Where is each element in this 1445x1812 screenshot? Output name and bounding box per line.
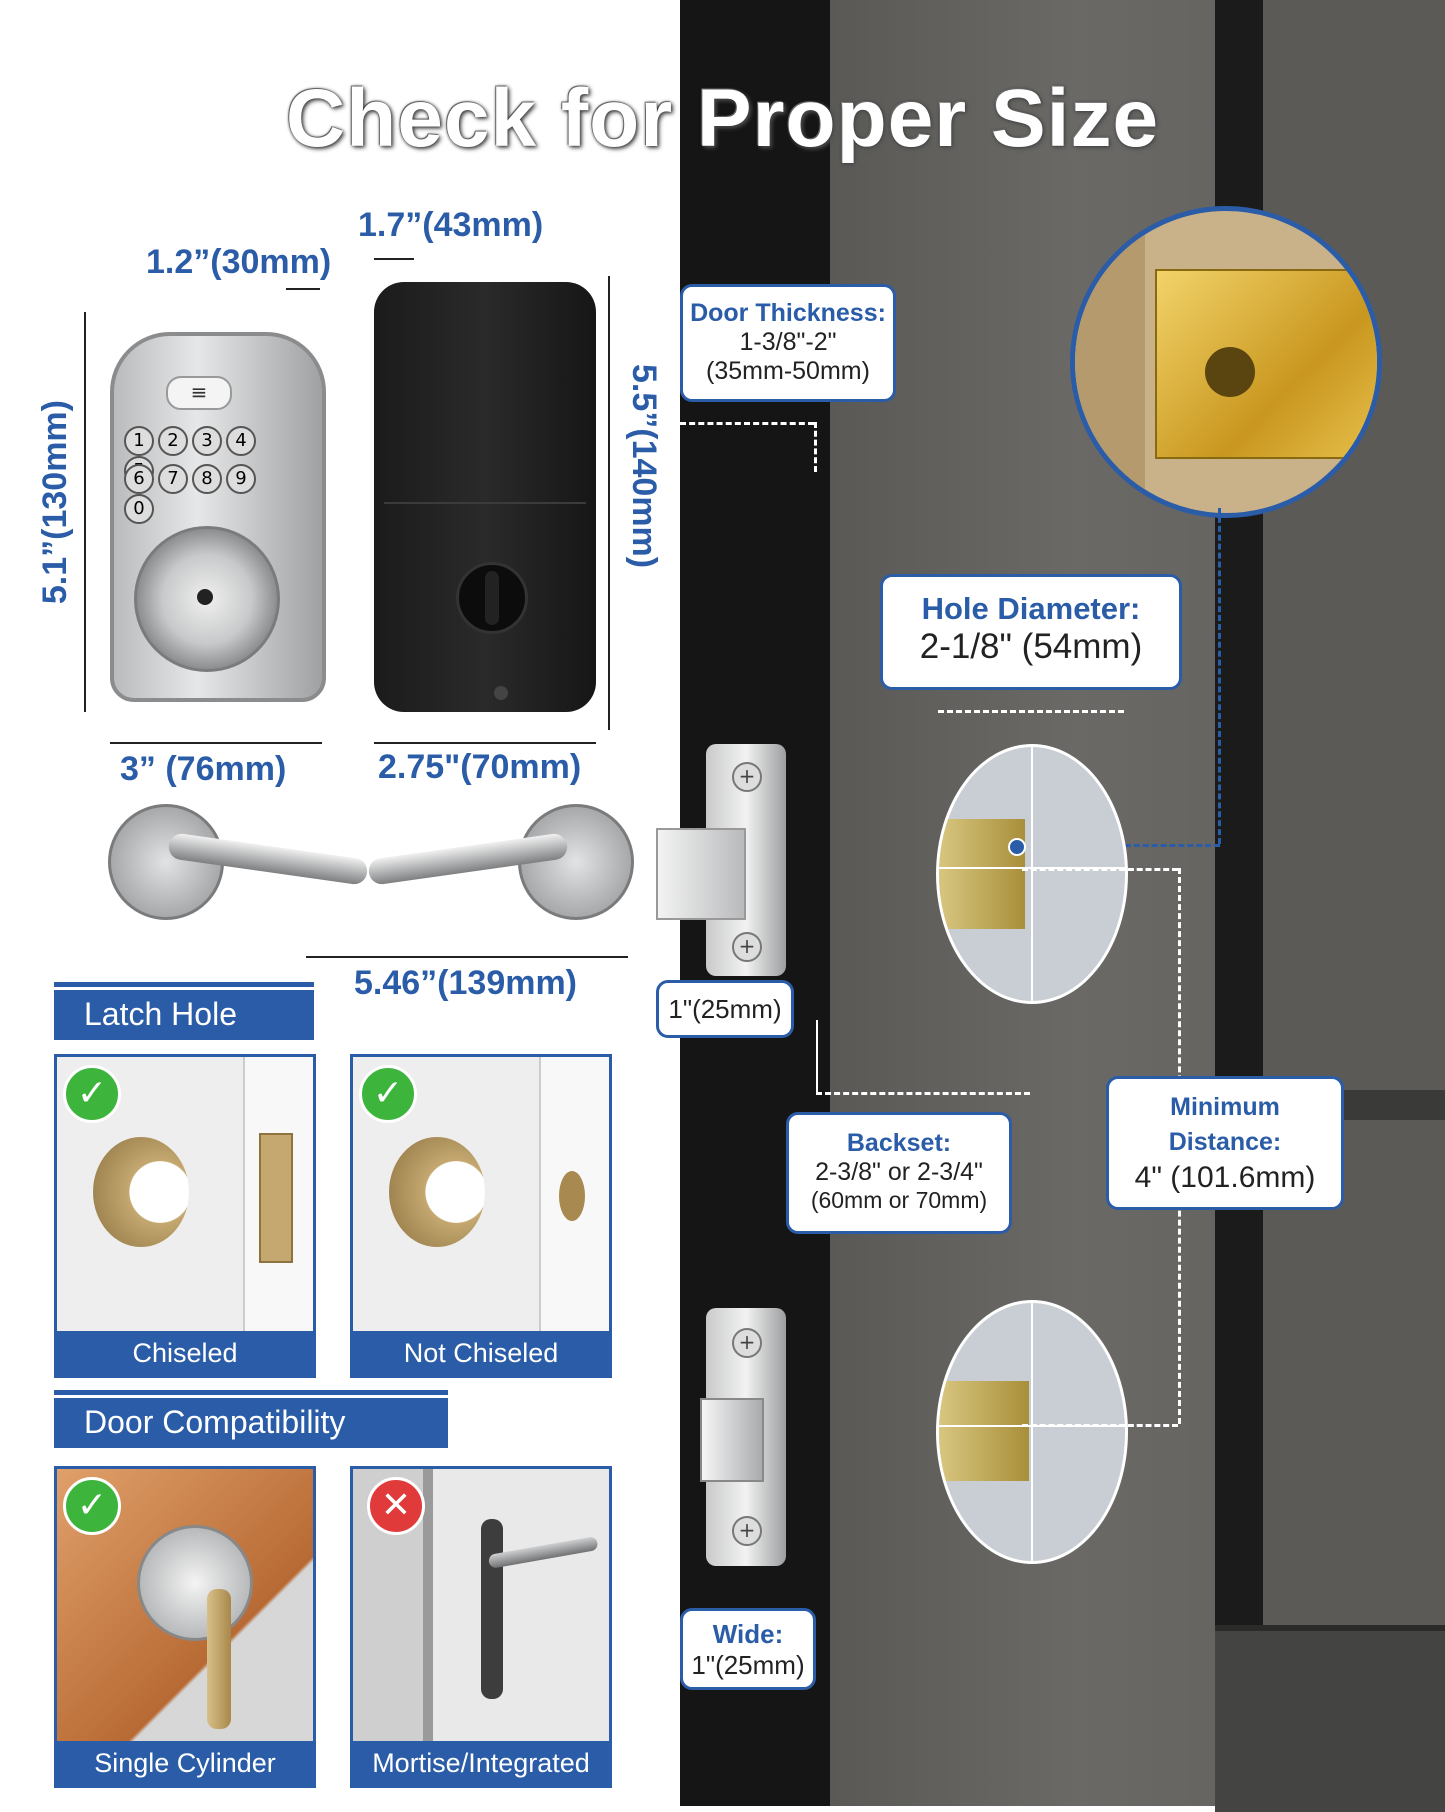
card-not-chiseled: ✓ Not Chiseled [350,1054,612,1378]
backset-callout: Backset: 2-3/8" or 2-3/4" (60mm or 70mm) [786,1112,1012,1234]
door-thickness-heading: Door Thickness: [690,299,886,327]
card-caption: Mortise/Integrated [353,1741,609,1785]
keypad-row-1: 12345 [124,426,284,486]
check-icon: ✓ [63,1065,121,1123]
card-chiseled: ✓ Chiseled [54,1054,316,1378]
key-8: 8 [192,464,222,494]
interior-height-label: 5.5”(140mm) [625,364,663,569]
lever-width-label: 5.46”(139mm) [354,964,578,1002]
lock-cylinder-illustration [137,1525,253,1641]
hole-diameter-heading: Hole Diameter: [921,591,1141,626]
latch-size-value: 1"(25mm) [668,994,782,1024]
backset-line2: (60mm or 70mm) [810,1187,988,1213]
interior-depth-label: 1.7”(43mm) [358,206,544,244]
width-arrow-interior [374,742,596,744]
screw-icon: + [732,1328,762,1358]
height-arrow-keypad [84,312,86,712]
keyhole-icon [197,589,213,605]
inset-connector-v [1218,508,1221,844]
backset-line1: 2-3/8" or 2-3/4" [815,1158,983,1186]
page-title: Check for Proper Size [285,73,1160,164]
width-arrow-lever [306,956,628,958]
min-distance-callout: Minimum Distance: 4" (101.6mm) [1106,1076,1344,1210]
key-9: 9 [226,464,256,494]
screw-icon: + [732,1516,762,1546]
key-2: 2 [158,426,188,456]
door-thickness-guide [680,422,814,425]
card-mortise: ✕ Mortise/Integrated [350,1466,612,1788]
bore-hole-upper [936,744,1128,1004]
card-single-cylinder: ✓ Single Cylinder [54,1466,316,1788]
min-distance-heading-2: Distance: [1168,1128,1282,1156]
backset-heading: Backset: [846,1129,952,1157]
cross-icon: ✕ [367,1477,425,1535]
latch-bolt-upper [656,828,746,920]
thumb-turn [456,562,528,634]
keypad-menu-button: ≡ [166,376,232,410]
screw-icon: + [732,932,762,962]
deadbolt-cylinder [134,526,280,672]
depth-marker-keypad [286,288,320,290]
backset-guide [816,1092,1030,1095]
latch-size-callout: 1"(25mm) [656,980,794,1038]
door-thickness-callout: Door Thickness: 1-3/8"-2" (35mm-50mm) [680,284,896,402]
min-distance-heading-1: Minimum [1170,1093,1280,1121]
latch-detail-inset [1070,206,1382,518]
latch-faceplate-lower: + + [700,1308,786,1566]
bore-illustration [93,1137,189,1247]
interior-unit-image [374,282,596,712]
door-thickness-line1: 1-3/8"-2" [739,328,837,356]
door-thickness-guide-v [814,422,817,472]
key-4: 4 [226,426,256,456]
min-distance-guide-bottom [1022,1424,1178,1427]
door-bottom-panel [1215,1625,1445,1812]
height-arrow-interior [608,276,610,730]
lever-handle-image [108,804,634,934]
card-caption: Chiseled [57,1331,313,1375]
card-caption: Not Chiseled [353,1331,609,1375]
check-icon: ✓ [359,1065,417,1123]
center-dot [1008,838,1026,856]
key-7: 7 [158,464,188,494]
key-6: 6 [124,464,154,494]
screw-icon: + [732,762,762,792]
depth-marker-interior [374,258,414,260]
key-icon [207,1589,231,1729]
wide-callout: Wide: 1"(25mm) [680,1608,816,1690]
min-distance-guide-top [1022,868,1178,871]
hole-diameter-guide [938,710,1124,713]
mortise-plate [481,1519,503,1699]
key-1: 1 [124,426,154,456]
wide-value: 1"(25mm) [691,1650,805,1680]
key-3: 3 [192,426,222,456]
key-0: 0 [124,494,154,524]
keypad-height-label: 5.1”(130mm) [36,400,74,605]
check-icon: ✓ [63,1477,121,1535]
door-compat-heading: Door Compatibility [54,1390,448,1448]
lever-icon [487,1536,599,1569]
keypad-depth-label: 1.2”(30mm) [146,243,332,281]
backset-guide-v [816,1020,818,1092]
width-arrow-keypad [110,742,322,744]
interior-width-label: 2.75"(70mm) [378,748,582,786]
min-distance-value: 4" (101.6mm) [1134,1161,1316,1194]
wide-heading: Wide: [712,1619,784,1649]
latch-hole-heading: Latch Hole [54,982,314,1040]
hole-diameter-callout: Hole Diameter: 2-1/8" (54mm) [880,574,1182,690]
keypad-width-label: 3” (76mm) [120,750,287,788]
card-caption: Single Cylinder [57,1741,313,1785]
bore-illustration [389,1137,485,1247]
hole-diameter-value: 2-1/8" (54mm) [919,627,1143,666]
door-thickness-line2: (35mm-50mm) [706,357,870,385]
bore-hole-lower [936,1300,1128,1564]
